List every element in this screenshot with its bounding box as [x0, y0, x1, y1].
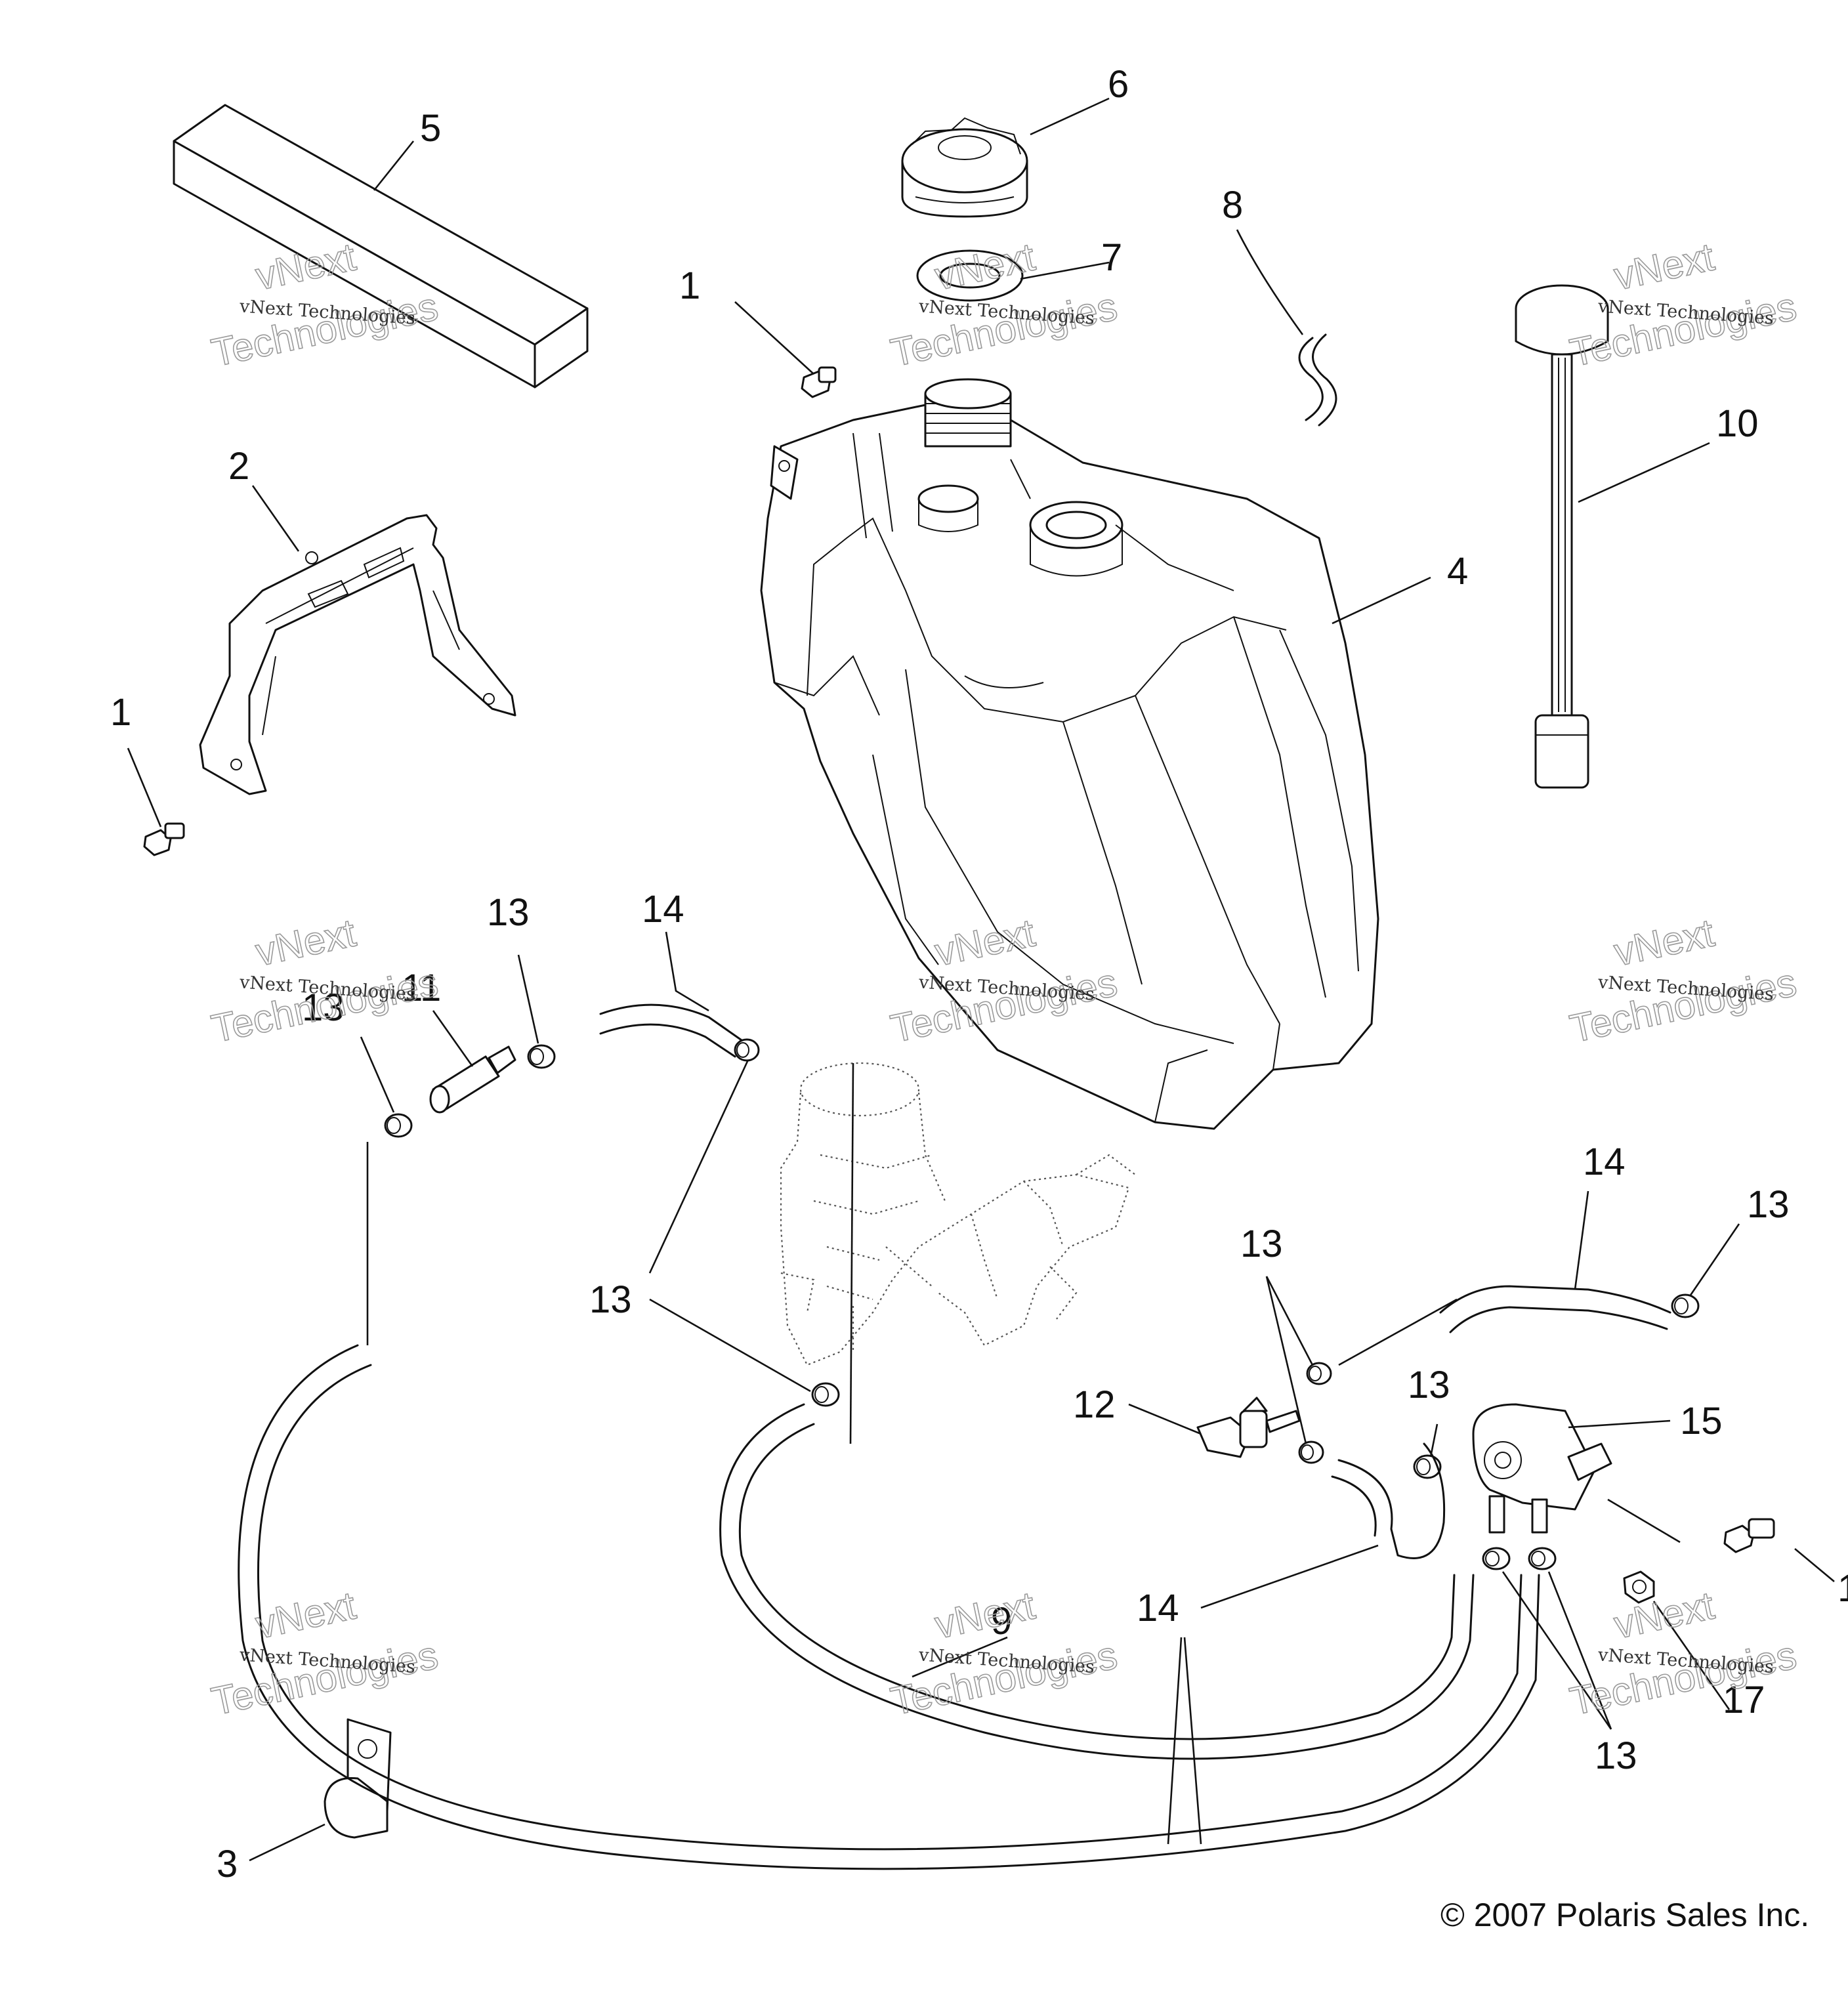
carburetor-outline [780, 1062, 1136, 1366]
part-10-fuel-sender [1515, 284, 1609, 789]
part-17-nut [1623, 1570, 1655, 1604]
callout-13-bottom: 13 [1595, 1734, 1637, 1777]
callout-7: 7 [1101, 236, 1122, 279]
callout-13-pump: 13 [1408, 1364, 1450, 1406]
watermark-9: vNext Technologies vNext Technologies [1566, 1583, 1801, 1725]
callout-15: 15 [1680, 1400, 1723, 1442]
hose-clamps [384, 1038, 1700, 1570]
fuel-hoses [238, 1003, 1671, 1870]
svg-text:vNext: vNext [931, 1583, 1039, 1647]
callout-17: 17 [1723, 1679, 1765, 1721]
part-4-fuel-tank [760, 378, 1379, 1130]
part-8-vent-hose-edge [1312, 333, 1337, 427]
callout-14-top: 14 [642, 888, 684, 931]
callout-1-right: 1 [1838, 1567, 1848, 1610]
part-1-bolt-top [801, 366, 837, 398]
part-5-foam-block [173, 104, 589, 388]
callout-5: 5 [420, 107, 441, 150]
callout-14-right: 14 [1583, 1141, 1626, 1183]
svg-text:vNext: vNext [252, 234, 360, 298]
part-3-clamp [324, 1718, 392, 1839]
watermark-7: vNext Technologies vNext Technologies [207, 1583, 442, 1725]
callout-6: 6 [1108, 63, 1129, 106]
callout-4: 4 [1447, 550, 1468, 593]
callout-8: 8 [1222, 184, 1243, 226]
watermark-6: vNext Technologies vNext Technologies [1566, 910, 1801, 1052]
callout-10: 10 [1716, 402, 1759, 445]
callout-13-right: 13 [1747, 1183, 1790, 1226]
svg-text:vNext: vNext [1610, 234, 1718, 298]
part-11-fuel-filter [429, 1045, 516, 1114]
callout-2: 2 [228, 445, 249, 488]
copyright-text: © 2007 Polaris Sales Inc. [1440, 1897, 1809, 1933]
callout-14-bottom: 14 [1137, 1587, 1179, 1629]
clamp-h [1671, 1293, 1700, 1318]
clamp-b [527, 1044, 556, 1069]
part-2-bracket [199, 514, 516, 795]
callout-13-mid: 13 [589, 1278, 632, 1321]
clamp-d [811, 1382, 840, 1407]
callout-1-left: 1 [110, 691, 131, 734]
leader-lines [127, 97, 1835, 1862]
clamp-i [1482, 1547, 1511, 1570]
watermark-3: vNext Technologies vNext Technologies [1566, 234, 1801, 376]
svg-text:vNext: vNext [1610, 910, 1718, 974]
watermark-4: vNext Technologies vNext Technologies [207, 910, 442, 1052]
svg-text:vNext: vNext [931, 234, 1039, 298]
callout-3: 3 [217, 1843, 238, 1885]
clamp-e [1306, 1362, 1332, 1385]
svg-text:vNext: vNext [252, 1583, 360, 1647]
part-1-bolt-left [143, 822, 185, 856]
svg-text:vNext: vNext [252, 910, 360, 974]
clamp-j [1528, 1547, 1557, 1570]
callout-9: 9 [991, 1600, 1012, 1643]
watermark-2: vNext Technologies vNext Technologies [887, 234, 1122, 376]
clamp-a [384, 1113, 413, 1138]
part-8-vent-hose [1298, 337, 1324, 421]
part-6-fuel-cap [901, 117, 1028, 218]
clamp-c [734, 1038, 760, 1062]
watermark-8: vNext Technologies vNext Technologies [887, 1583, 1122, 1725]
clamp-g [1413, 1454, 1442, 1479]
callout-1-top: 1 [679, 264, 700, 307]
callout-13-valve: 13 [1240, 1223, 1283, 1265]
part-12-fuel-valve [1196, 1396, 1301, 1458]
callout-13-top: 13 [487, 891, 530, 934]
part-15-fuel-pump [1472, 1403, 1612, 1534]
callout-11: 11 [402, 967, 441, 1009]
part-7-gasket [916, 249, 1024, 302]
callout-13-left: 13 [302, 986, 345, 1029]
part-1-bolt-right [1723, 1518, 1775, 1553]
callout-12: 12 [1073, 1383, 1116, 1426]
clamp-f [1298, 1440, 1324, 1464]
callout-numbers: 5 6 7 1 8 10 4 2 1 14 13 11 13 13 14 13 … [110, 63, 1848, 1885]
